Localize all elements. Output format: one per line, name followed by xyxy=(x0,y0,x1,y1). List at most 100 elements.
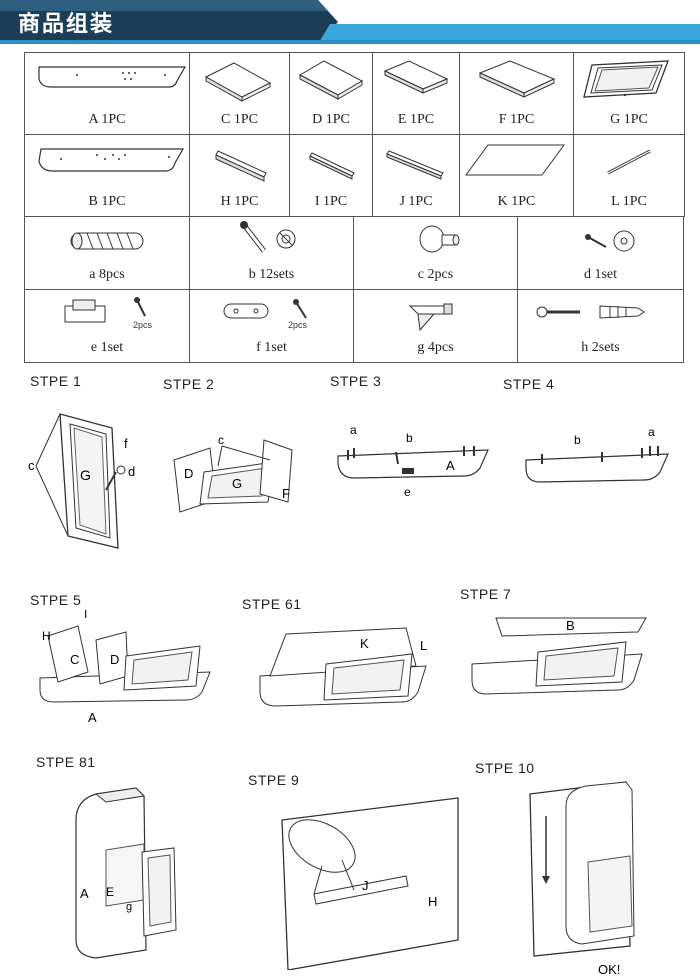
step-label-4: STPE 4 xyxy=(503,376,555,392)
shelf-board-icon xyxy=(38,66,187,88)
step-9-diagram: J H xyxy=(281,797,459,970)
part-label-B: B 1PC xyxy=(88,194,126,209)
parts-table: A 1PC C 1PC D 1PC E 1PC xyxy=(24,52,685,217)
step-10-diagram: OK! xyxy=(529,781,635,976)
qty-note: 2pcs xyxy=(288,320,308,330)
part-cell-H: H 1PC xyxy=(189,134,290,217)
part-cell-I: I 1PC xyxy=(289,134,373,217)
step-label-5: STPE 5 xyxy=(30,592,82,608)
part-label-d: d 1set xyxy=(583,267,618,282)
step-7-diagram: B xyxy=(471,617,647,695)
section-header: 商品组装 xyxy=(0,0,700,44)
part-label-L: L 1PC xyxy=(611,194,647,209)
step-label-1: STPE 1 xyxy=(30,373,82,389)
callout-B: B xyxy=(566,618,575,633)
step-1-diagram: c G f d xyxy=(28,413,135,549)
callout-F: F xyxy=(282,486,290,501)
part-label-F: F 1PC xyxy=(498,112,535,127)
callout-f: f xyxy=(124,436,128,451)
strip-icon xyxy=(309,152,355,180)
part-label-E: E 1PC xyxy=(397,112,435,127)
callout-d: d xyxy=(128,464,135,479)
callout-E: E xyxy=(106,885,114,899)
shelf-board-icon xyxy=(38,148,185,172)
part-label-a: a 8pcs xyxy=(89,267,125,282)
callout-C: C xyxy=(70,652,79,667)
callout-a: a xyxy=(350,423,357,437)
part-cell-B: B 1PC xyxy=(24,134,190,217)
step-4-diagram: b a xyxy=(525,425,669,483)
callout-e: e xyxy=(404,485,411,499)
step-label-10: STPE 10 xyxy=(475,760,535,776)
part-label-h: h 2sets xyxy=(581,340,620,355)
part-label-K: K 1PC xyxy=(497,194,536,209)
callout-b: b xyxy=(406,431,413,445)
part-cell-c: c 2pcs xyxy=(353,216,518,290)
panel-icon xyxy=(298,60,364,100)
part-label-c: c 2pcs xyxy=(417,267,454,282)
part-cell-D: D 1PC xyxy=(289,52,373,135)
header-banner xyxy=(0,0,700,44)
step-5-diagram: H I C D A xyxy=(39,610,211,725)
part-label-C: C 1PC xyxy=(221,112,258,127)
step-8-diagram: A E g xyxy=(75,787,177,959)
door-frame-icon xyxy=(583,60,669,98)
part-cell-f: 2pcs f 1set xyxy=(189,289,354,363)
step-label-3: STPE 3 xyxy=(330,373,382,389)
part-cell-F: F 1PC xyxy=(459,52,574,135)
part-label-D: D 1PC xyxy=(312,112,350,127)
part-cell-A: A 1PC xyxy=(24,52,190,135)
callout-c: c xyxy=(218,433,224,447)
step-label-7: STPE 7 xyxy=(460,586,512,602)
rod-icon xyxy=(607,149,651,175)
part-cell-b: b 12sets xyxy=(189,216,354,290)
callout-H: H xyxy=(42,629,51,643)
callout-J: J xyxy=(362,878,369,893)
callout-G: G xyxy=(80,467,91,483)
step-3-diagram: a b A e xyxy=(337,423,489,499)
shelf-support-icon xyxy=(408,303,453,332)
callout-a: a xyxy=(648,425,655,439)
callout-b: b xyxy=(574,433,581,447)
part-cell-J: J 1PC xyxy=(372,134,460,217)
part-label-H: H 1PC xyxy=(220,194,259,209)
panel-icon xyxy=(383,60,449,94)
part-cell-a: a 8pcs xyxy=(24,216,190,290)
wall-anchor-icon xyxy=(536,305,645,319)
panel-icon xyxy=(478,60,556,98)
callout-A: A xyxy=(446,458,455,473)
part-cell-L: L 1PC xyxy=(573,134,685,217)
part-cell-G: G 1PC xyxy=(573,52,685,135)
callout-L: L xyxy=(420,638,427,653)
catch-plate-icon: 2pcs xyxy=(223,299,308,330)
callout-D: D xyxy=(184,466,193,481)
step-2-diagram: D G F c xyxy=(173,433,293,513)
part-label-J: J 1PC xyxy=(399,194,433,209)
callout-A: A xyxy=(88,710,97,725)
wooden-dowel-icon xyxy=(70,232,144,250)
glass-panel-icon xyxy=(465,144,565,176)
step-label-2: STPE 2 xyxy=(163,376,215,392)
part-label-f: f 1set xyxy=(256,340,287,355)
cam-bolt-icon xyxy=(240,221,296,253)
screw-washer-icon xyxy=(585,230,635,252)
callout-K: K xyxy=(360,636,369,651)
strip-icon xyxy=(215,150,267,182)
step-label-9: STPE 9 xyxy=(248,772,300,788)
part-cell-C: C 1PC xyxy=(189,52,290,135)
part-cell-h: h 2sets xyxy=(517,289,684,363)
callout-G: G xyxy=(232,476,242,491)
callout-H: H xyxy=(428,894,437,909)
magnetic-catch-icon: 2pcs xyxy=(64,297,153,330)
part-label-g: g 4pcs xyxy=(417,340,454,355)
part-label-I: I 1PC xyxy=(314,194,348,209)
knob-icon xyxy=(419,225,460,253)
callout-I: I xyxy=(84,610,87,621)
callout-A: A xyxy=(80,886,89,901)
step-6-diagram: K L xyxy=(259,627,427,707)
callout-c: c xyxy=(28,458,35,473)
step-label-8: STPE 81 xyxy=(36,754,96,770)
part-label-A: A 1PC xyxy=(88,112,126,127)
part-cell-e: 2pcs e 1set xyxy=(24,289,190,363)
part-cell-d: d 1set xyxy=(517,216,684,290)
